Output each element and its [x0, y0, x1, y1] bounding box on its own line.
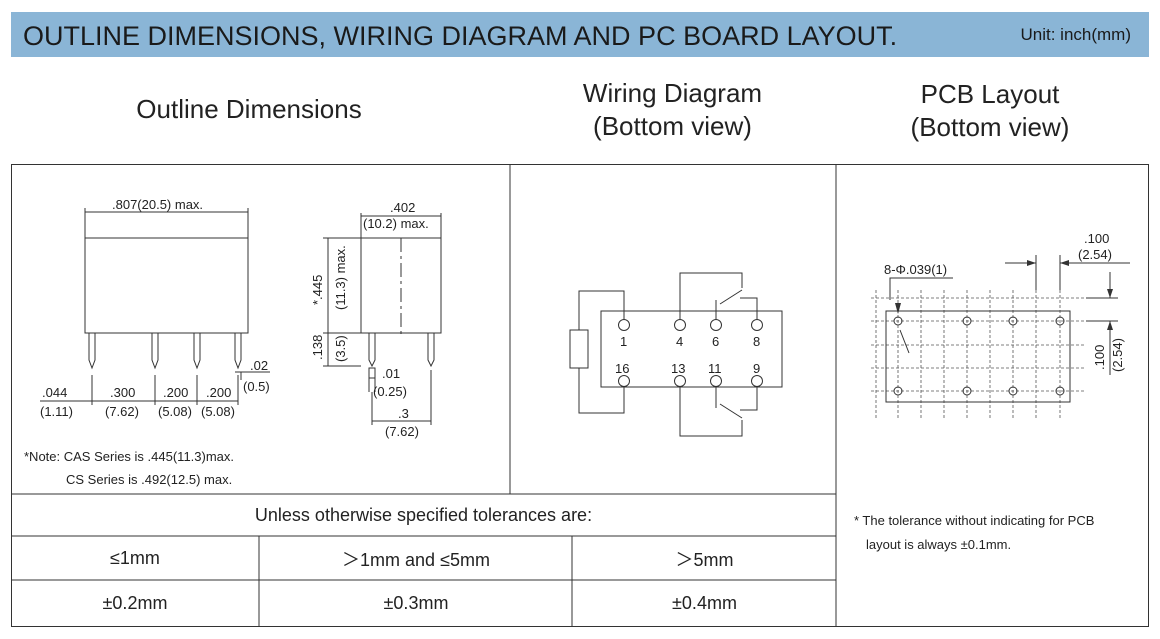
pcb-pitch-h-mm: (2.54) — [1078, 247, 1112, 262]
pin-label-11: 11 — [708, 361, 722, 376]
tolerance-caption: Unless otherwise specified tolerances ar… — [254, 505, 593, 525]
wiring-heading-line1: Wiring Diagram — [582, 78, 763, 108]
tolerance-value-3: ±0.4mm — [672, 593, 737, 613]
pcb-hole-label: 8-Φ.039(1) — [884, 262, 947, 277]
header-banner: OUTLINE DIMENSIONS, WIRING DIAGRAM AND P… — [11, 12, 1149, 57]
pcb-pitch-h-in: .100 — [1084, 231, 1109, 246]
outline-note-1: *Note: CAS Series is .445(11.3)max. — [24, 449, 235, 464]
pcb-pitch-v-mm: (2.54) — [1110, 338, 1125, 372]
pitch1-mm: (7.62) — [105, 404, 139, 419]
tolerance-range-3: ＞5mm — [675, 549, 734, 570]
front-pins — [88, 333, 242, 370]
row-pitch-in: .3 — [398, 406, 409, 421]
pin-label-4: 4 — [676, 334, 683, 349]
pin-width-in: .02 — [250, 358, 268, 373]
pcb-grid — [871, 290, 1086, 418]
side-pin-len-in: .138 — [310, 335, 325, 360]
gap1-in: .044 — [42, 385, 67, 400]
outline-side-view — [323, 213, 442, 425]
pin-label-8: 8 — [753, 334, 760, 349]
outline-front-view — [40, 208, 270, 405]
pcb-note-1: * The tolerance without indicating for P… — [854, 513, 1095, 528]
pin-label-9: 9 — [753, 361, 760, 376]
outline-heading: Outline Dimensions — [136, 94, 362, 124]
side-height-in: *.445 — [310, 275, 325, 305]
unit-label: Unit: inch(mm) — [1020, 25, 1131, 44]
tolerance-value-2: ±0.3mm — [383, 593, 449, 613]
pcb-heading-line1: PCB Layout — [920, 79, 1060, 109]
pin-label-1: 1 — [620, 334, 627, 349]
pin-thick-in: .01 — [382, 366, 400, 381]
pin-thick-mm: (0.25) — [373, 384, 407, 399]
tolerance-value-1: ±0.2mm — [102, 593, 168, 613]
tolerance-range-1: ≤1mm — [110, 548, 160, 568]
front-width-label: .807(20.5) max. — [112, 197, 203, 212]
pcb-note-2: layout is always ±0.1mm. — [866, 537, 1012, 552]
gap1-mm: (1.11) — [40, 404, 73, 419]
wiring-diagram — [569, 272, 783, 437]
tolerance-range-2: ＞1mm and ≤5mm — [342, 549, 490, 570]
pin-label-6: 6 — [712, 334, 719, 349]
pin-width-mm: (0.5) — [243, 379, 270, 394]
side-height-mm: (11.3) max. — [333, 245, 348, 310]
pcb-heading-line2: (Bottom view) — [910, 112, 1070, 142]
wiring-heading-line2: (Bottom view) — [593, 111, 752, 141]
pcb-arrows — [895, 260, 1113, 330]
pitch2-mm: (5.08) — [158, 404, 192, 419]
outline-note-2: CS Series is .492(12.5) max. — [66, 472, 233, 487]
pitch3-mm: (5.08) — [201, 404, 235, 419]
row-pitch-mm: (7.62) — [385, 424, 419, 439]
page-title: OUTLINE DIMENSIONS, WIRING DIAGRAM AND P… — [23, 21, 898, 51]
pcb-outline — [885, 255, 1130, 403]
pitch3-in: .200 — [206, 385, 231, 400]
pitch1-in: .300 — [110, 385, 135, 400]
side-pin-len-mm: (3.5) — [333, 335, 348, 362]
side-depth-mm: (10.2) max. — [363, 216, 429, 231]
pitch2-in: .200 — [163, 385, 188, 400]
drawing-frame — [11, 164, 1149, 627]
pcb-pitch-v-in: .100 — [1092, 345, 1107, 370]
side-depth-in: .402 — [390, 200, 415, 215]
pin-label-16: 16 — [615, 361, 629, 376]
pin-label-13: 13 — [671, 361, 685, 376]
pcb-heading: PCB Layout (Bottom view) — [870, 78, 1110, 144]
wiring-heading: Wiring Diagram (Bottom view) — [540, 77, 805, 143]
